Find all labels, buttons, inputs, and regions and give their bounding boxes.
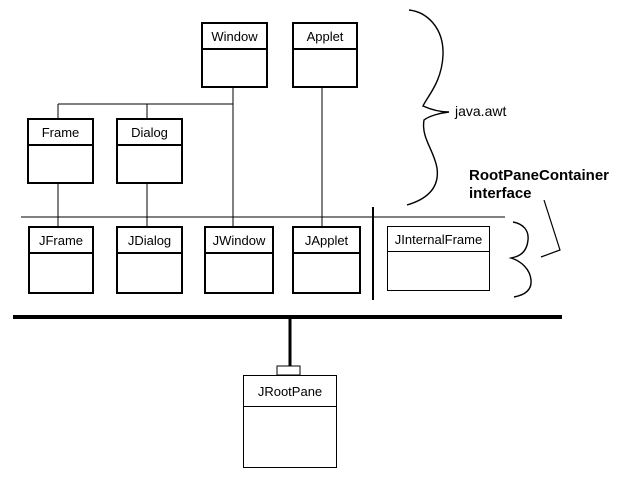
class-box-jrootpane-label: JRootPane: [244, 376, 336, 407]
class-box-frame-body: [29, 146, 92, 182]
java-awt-package-label: java.awt: [455, 103, 507, 119]
class-box-jwindow-body: [206, 254, 272, 292]
rootpanecontainer-interface-label: RootPaneContainer interface: [469, 167, 609, 203]
class-box-jrootpane-body: [244, 407, 336, 467]
class-box-applet-label: Applet: [294, 24, 356, 50]
class-box-jwindow: JWindow: [204, 226, 274, 294]
rootpanecontainer-name-text: RootPaneContainer: [469, 167, 610, 184]
jrootpane-connector-plug: [276, 365, 301, 376]
class-box-dialog-label: Dialog: [118, 120, 181, 146]
class-box-window-body: [203, 50, 266, 86]
class-box-japplet: JApplet: [292, 226, 361, 294]
class-box-applet: Applet: [292, 22, 358, 88]
class-box-dialog-body: [118, 146, 181, 182]
class-box-jframe-label: JFrame: [30, 228, 92, 254]
class-box-jdialog-label: JDialog: [118, 228, 181, 254]
class-box-jdialog: JDialog: [116, 226, 183, 294]
class-box-frame: Frame: [27, 118, 94, 184]
class-box-jinternalframe-body: [388, 252, 489, 290]
java-awt-brace: [406, 9, 450, 206]
class-box-window: Window: [201, 22, 268, 88]
class-box-applet-body: [294, 50, 356, 86]
class-box-japplet-label: JApplet: [294, 228, 359, 254]
class-box-japplet-body: [294, 254, 359, 292]
class-box-frame-label: Frame: [29, 120, 92, 146]
class-box-window-label: Window: [203, 24, 266, 50]
rootpane-container-brace: [508, 221, 532, 298]
class-box-jframe-body: [30, 254, 92, 292]
class-box-jinternalframe-label: JInternalFrame: [388, 227, 489, 252]
class-box-jframe: JFrame: [28, 226, 94, 294]
class-box-jdialog-body: [118, 254, 181, 292]
class-box-dialog: Dialog: [116, 118, 183, 184]
class-box-jinternalframe: JInternalFrame: [387, 226, 490, 291]
interface-word-text: interface: [469, 185, 532, 202]
class-box-jwindow-label: JWindow: [206, 228, 272, 254]
interface-pointer-line: [540, 199, 561, 258]
class-box-jrootpane: JRootPane: [243, 375, 337, 468]
